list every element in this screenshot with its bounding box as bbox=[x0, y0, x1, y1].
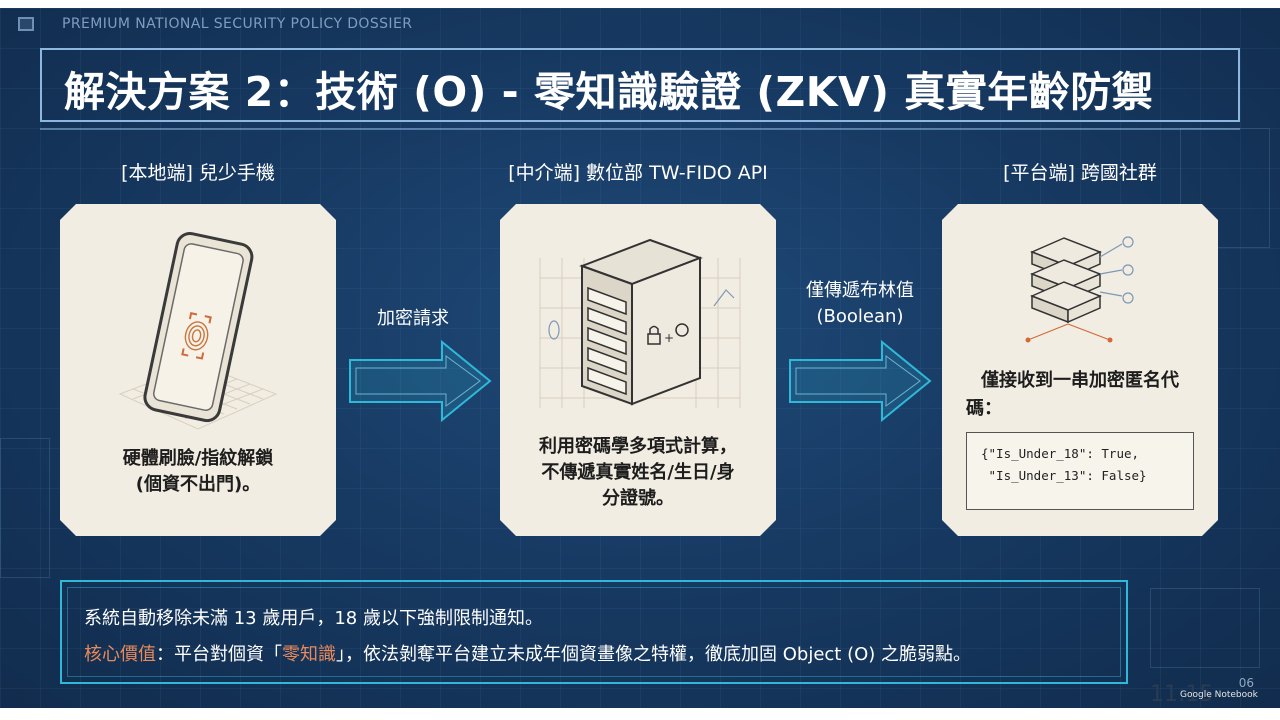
arrow-label-encrypted-request: 加密請求 bbox=[377, 308, 449, 329]
card-platform-text-2: 碼： bbox=[966, 398, 1002, 419]
card-intermediary-text-2: 不傳遞真實姓名/生日/身 bbox=[541, 462, 735, 483]
code-box: {"Is_Under_18": True, "Is_Under_13": Fal… bbox=[966, 432, 1194, 510]
title-frame: 解決方案 2：技術 (O) - 零知識驗證 (ZKV) 真實年齡防禦 bbox=[40, 48, 1240, 130]
watermark: Google Notebook bbox=[1180, 690, 1258, 700]
core-value-label: 核心價值 bbox=[84, 644, 156, 665]
card-local-text-1: 硬體刷臉/指紋解鎖 bbox=[122, 448, 274, 469]
svg-text:+: + bbox=[664, 331, 674, 345]
page-number: 06 bbox=[1238, 676, 1254, 690]
zero-knowledge-highlight: 零知識 bbox=[282, 644, 336, 665]
blueprint-decoration bbox=[1150, 588, 1260, 668]
slide: PREMIUM NATIONAL SECURITY POLICY DOSSIER… bbox=[0, 8, 1280, 708]
blueprint-decoration bbox=[0, 438, 50, 578]
header-bar: PREMIUM NATIONAL SECURITY POLICY DOSSIER bbox=[10, 12, 770, 36]
card-local-text-2: (個資不出門)。 bbox=[135, 474, 261, 495]
card-intermediary-text-3: 分證號。 bbox=[602, 488, 674, 509]
card-platform: 僅接收到一串加密匿名代 碼： {"Is_Under_18": True, "Is… bbox=[942, 204, 1218, 536]
summary-line-2: 核心價值：平台對個資「零知識」，依法剝奪平台建立未成年個資畫像之特權，徹底加固 … bbox=[84, 640, 971, 666]
summary-line-1: 系統自動移除未滿 13 歲用戶，18 歲以下強制限制通知。 bbox=[84, 608, 543, 629]
smartphone-fingerprint-icon bbox=[60, 224, 336, 444]
header-square-icon bbox=[18, 17, 34, 31]
card-intermediary-api: + 利用密碼學多項式計算， 不傳遞真實姓名/生日/身 分證號。 bbox=[500, 204, 776, 536]
card-intermediary-text-1: 利用密碼學多項式計算， bbox=[539, 436, 737, 457]
page-title: 解決方案 2：技術 (O) - 零知識驗證 (ZKV) 真實年齡防禦 bbox=[64, 68, 1154, 116]
clock-time: 11:15 bbox=[1150, 682, 1214, 707]
summary-line-2-part2: 」，依法剝奪平台建立未成年個資畫像之特權，徹底加固 Object (O) 之脆弱… bbox=[336, 644, 971, 665]
card-platform-text-1: 僅接收到一串加密匿名代 bbox=[981, 370, 1179, 391]
column-label-platform: [平台端] 跨國社群 bbox=[1003, 162, 1157, 184]
header-text: PREMIUM NATIONAL SECURITY POLICY DOSSIER bbox=[62, 16, 413, 32]
summary-line-2-part1: ：平台對個資「 bbox=[156, 644, 282, 665]
column-label-local: [本地端] 兒少手機 bbox=[121, 162, 275, 184]
server-icon: + bbox=[500, 218, 776, 438]
server-stack-network-icon bbox=[942, 212, 1218, 352]
column-label-intermediary: [中介端] 數位部 TW-FIDO API bbox=[508, 162, 768, 184]
arrow-right-icon bbox=[349, 339, 492, 423]
arrow-right-icon bbox=[789, 339, 932, 423]
code-line-2: "Is_Under_13": False} bbox=[981, 468, 1147, 483]
card-local-phone: 硬體刷臉/指紋解鎖 (個資不出門)。 bbox=[60, 204, 336, 536]
summary-box: 系統自動移除未滿 13 歲用戶，18 歲以下強制限制通知。 核心價值：平台對個資… bbox=[60, 580, 1128, 684]
arrow-label-boolean-line2: (Boolean) bbox=[816, 306, 904, 327]
arrow-label-boolean-line1: 僅傳遞布林值 bbox=[806, 280, 914, 301]
code-line-1: {"Is_Under_18": True, bbox=[981, 446, 1140, 461]
